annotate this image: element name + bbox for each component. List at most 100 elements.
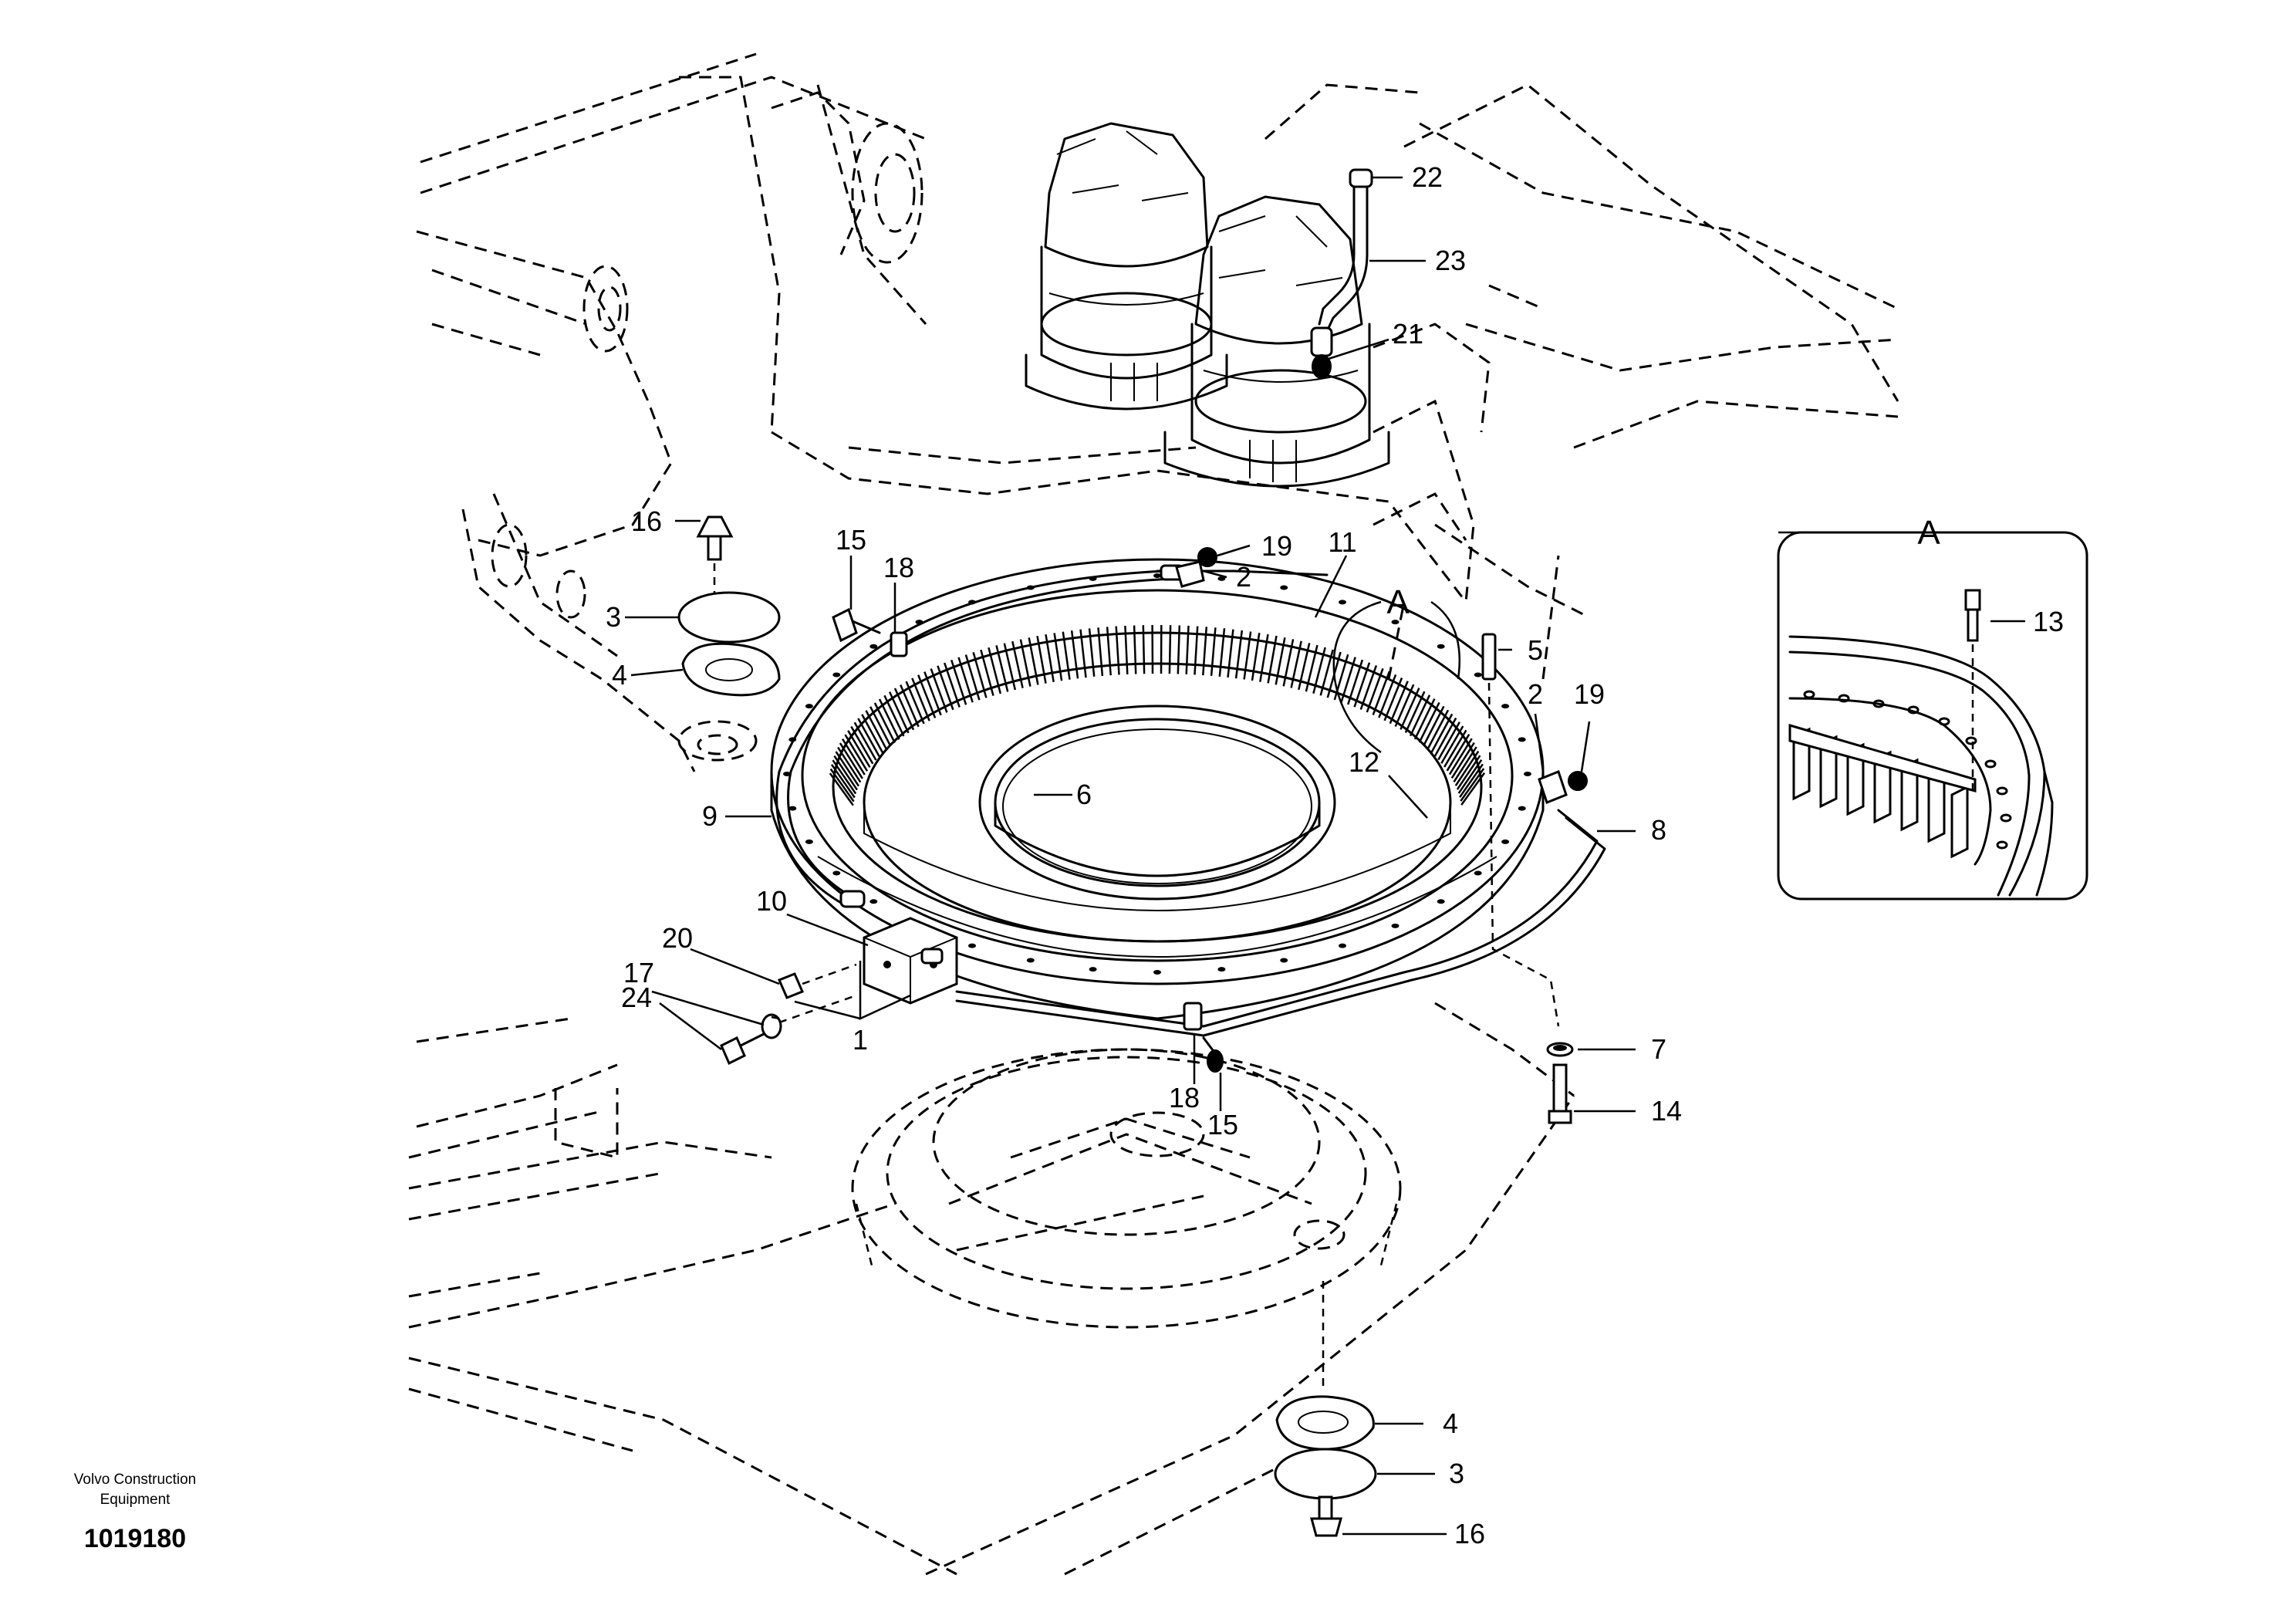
gear-tooth bbox=[1177, 625, 1181, 674]
gear-tooth bbox=[1097, 627, 1104, 677]
gear-tooth bbox=[1366, 667, 1384, 713]
gear-tooth bbox=[930, 668, 948, 713]
gear-tooth bbox=[883, 694, 905, 737]
bolt-hole bbox=[1280, 585, 1288, 590]
gear-tooth bbox=[1453, 746, 1477, 782]
view-marker-arrow bbox=[1332, 600, 1461, 754]
gear-tooth bbox=[1418, 701, 1440, 743]
gear-tooth bbox=[1251, 633, 1261, 681]
gear-tooth bbox=[1460, 772, 1486, 806]
callout-18-upper: 18 bbox=[883, 552, 914, 583]
gear-tooth bbox=[1088, 628, 1096, 678]
gear-tooth bbox=[972, 651, 988, 698]
gear-tooth bbox=[1106, 627, 1112, 676]
callout-19-right: 19 bbox=[1574, 678, 1605, 710]
clip-top bbox=[890, 631, 908, 657]
gear-tooth bbox=[1259, 634, 1269, 682]
gear-tooth bbox=[1062, 631, 1071, 680]
gear-tooth bbox=[1359, 664, 1378, 710]
gear-tooth bbox=[1409, 694, 1431, 737]
bolt-hole bbox=[788, 806, 797, 811]
bolt-hole bbox=[832, 672, 841, 678]
drawing-number: 1019180 bbox=[83, 1524, 187, 1553]
callout-24: 24 bbox=[621, 982, 652, 1013]
gear-tooth bbox=[1333, 654, 1349, 701]
bolt-15-top bbox=[832, 607, 881, 643]
callout-21: 21 bbox=[1393, 318, 1423, 350]
callout-1: 1 bbox=[853, 1024, 868, 1056]
upper-frame-outline bbox=[416, 52, 1899, 772]
bolt-hole bbox=[869, 899, 878, 904]
gear-tooth bbox=[1305, 644, 1319, 692]
callout-9: 9 bbox=[702, 800, 718, 832]
gear-tooth bbox=[923, 671, 942, 716]
grease-hose-8 bbox=[955, 809, 1606, 1037]
gear-tooth bbox=[905, 681, 925, 725]
callout-10: 10 bbox=[756, 885, 787, 917]
bolt-hole bbox=[832, 870, 841, 876]
gear-tooth bbox=[1070, 630, 1079, 679]
swing-motor-right bbox=[1163, 195, 1390, 488]
gear-tooth bbox=[1243, 631, 1252, 680]
callout-2-upper: 2 bbox=[1236, 561, 1251, 593]
bolt-hole bbox=[1437, 899, 1445, 904]
bolt-hole bbox=[1217, 967, 1226, 972]
title-block: Volvo Construction Equipment 1019180 bbox=[31, 1470, 239, 1554]
bolt-hole bbox=[1474, 672, 1482, 678]
gear-tooth bbox=[950, 660, 967, 705]
gear-tooth bbox=[837, 746, 862, 783]
company-name-line2: Equipment bbox=[100, 1492, 171, 1508]
bolt-hole bbox=[1391, 923, 1400, 928]
gear-tooth bbox=[900, 684, 920, 728]
gear-tooth bbox=[1372, 671, 1391, 715]
gear-tooth bbox=[1282, 639, 1295, 687]
gear-tooth bbox=[1450, 742, 1475, 779]
gear-tooth bbox=[853, 721, 877, 761]
grease-distributor-block bbox=[839, 890, 958, 1005]
gear-tooth bbox=[957, 657, 974, 703]
gear-tooth bbox=[1437, 721, 1460, 761]
bolt-hole bbox=[1089, 967, 1097, 972]
gear-tooth bbox=[1185, 625, 1190, 674]
bolt-hole bbox=[805, 839, 813, 844]
cover-assembly-lower bbox=[1274, 1281, 1377, 1537]
gear-tooth bbox=[1194, 626, 1199, 675]
bolt-hole bbox=[783, 772, 791, 776]
gear-tooth bbox=[857, 718, 880, 758]
gear-tooth bbox=[995, 645, 1009, 692]
gear-tooth bbox=[1353, 662, 1371, 708]
ring-gear-teeth bbox=[829, 624, 1486, 806]
callout-5: 5 bbox=[1528, 634, 1543, 666]
gear-tooth bbox=[1389, 681, 1409, 725]
gear-tooth bbox=[861, 714, 884, 754]
gear-tooth bbox=[878, 698, 900, 740]
bolt-hole bbox=[1339, 600, 1346, 605]
callout-23: 23 bbox=[1435, 245, 1466, 276]
gear-tooth bbox=[850, 725, 874, 765]
gear-tooth bbox=[841, 738, 866, 776]
gear-tooth bbox=[1433, 717, 1457, 757]
callout-14: 14 bbox=[1651, 1095, 1682, 1127]
bolt-24 bbox=[720, 1032, 765, 1066]
gear-tooth bbox=[833, 755, 858, 791]
bolt-hole bbox=[1339, 943, 1346, 948]
gear-tooth bbox=[1440, 725, 1464, 764]
gear-tooth bbox=[1456, 755, 1481, 790]
ring-bolt-holes bbox=[783, 573, 1531, 975]
cover-assembly-upper bbox=[677, 515, 781, 697]
bolt-15-bottom bbox=[1202, 1036, 1224, 1073]
view-marker-label: A bbox=[1386, 583, 1410, 621]
gear-tooth bbox=[839, 742, 863, 779]
gear-tooth bbox=[944, 662, 961, 708]
gear-tooth bbox=[1124, 625, 1129, 674]
gear-tooth bbox=[1142, 625, 1146, 674]
gear-tooth bbox=[888, 691, 910, 734]
bolt-14 bbox=[1548, 1063, 1572, 1124]
gear-tooth bbox=[844, 734, 869, 772]
swing-motor-left bbox=[1025, 122, 1228, 411]
callout-7: 7 bbox=[1651, 1033, 1666, 1065]
callout-3-lower: 3 bbox=[1449, 1458, 1464, 1489]
gear-tooth bbox=[980, 649, 994, 696]
gear-tooth bbox=[893, 688, 915, 731]
